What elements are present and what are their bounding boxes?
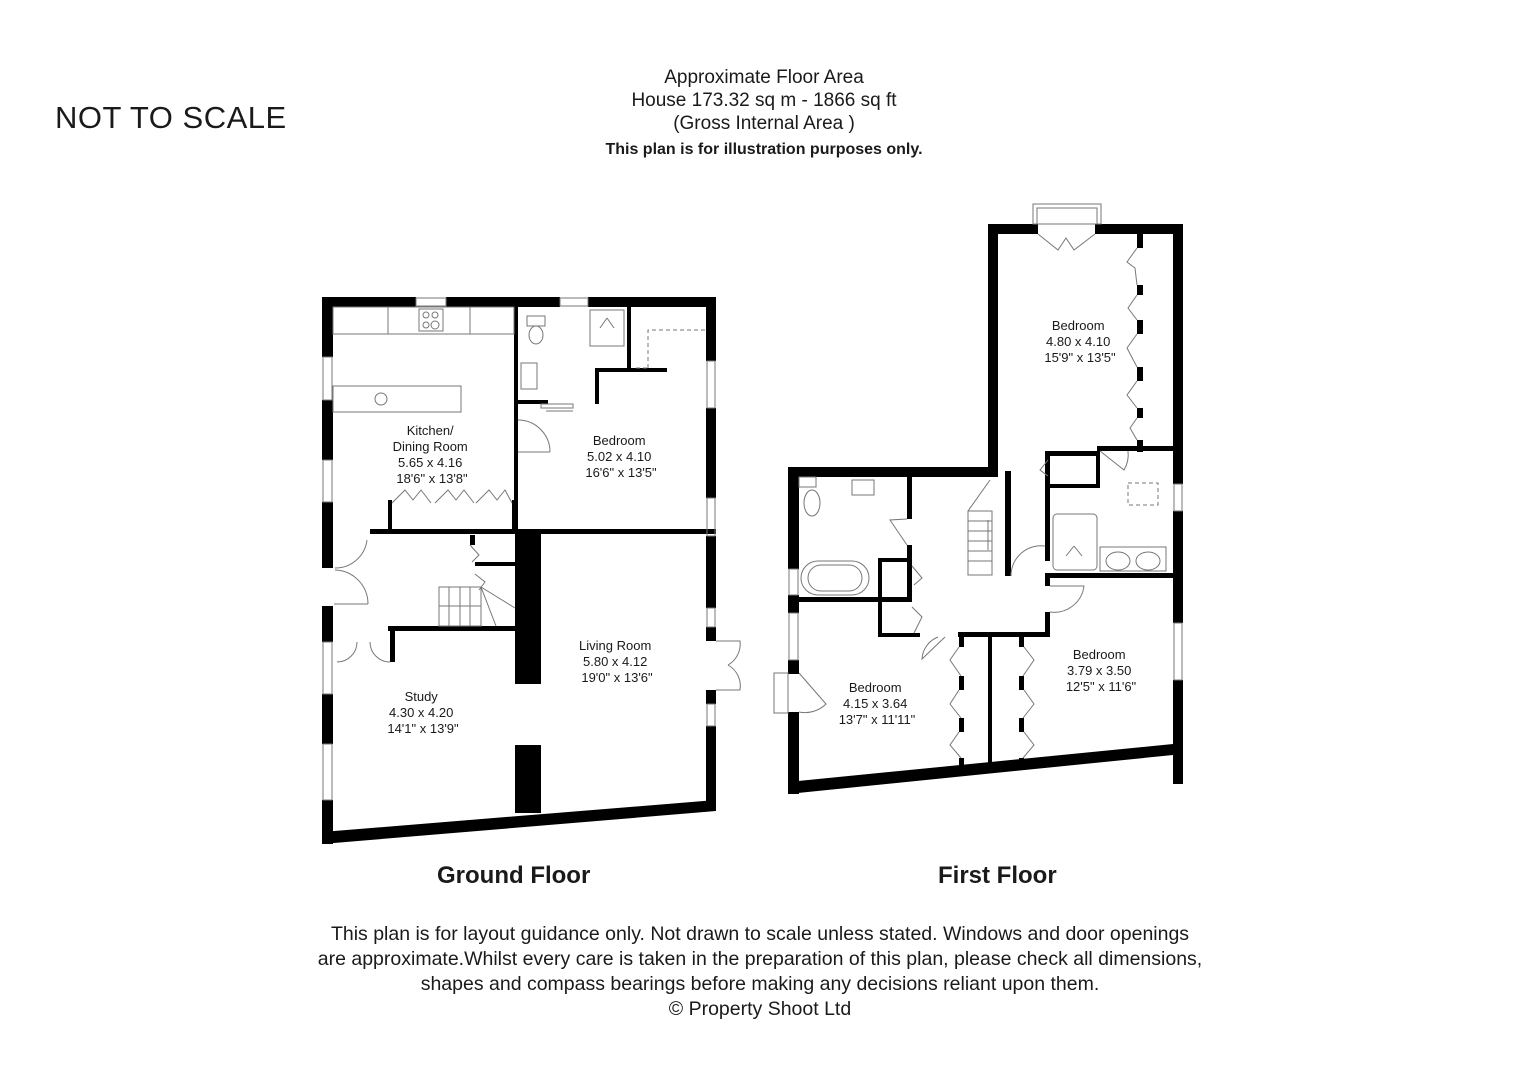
room-label-kitchen: Kitchen/ Dining Room 5.65 x 4.16 18'6" x… [393,423,472,486]
disclaimer-line-1: This plan is for layout guidance only. N… [330,923,1190,945]
header-area: House 173.32 sq m - 1866 sq ft [631,90,897,111]
room-label-study: Study 4.30 x 4.20 14'1" x 13'9" [387,689,459,736]
header-title: Approximate Floor Area [664,67,864,88]
header-area-type: (Gross Internal Area ) [673,113,855,134]
room-label-bedroom-first-3: Bedroom 3.79 x 3.50 12'5" x 11'6" [1066,647,1137,694]
illustration-note: This plan is for illustration purposes o… [605,141,923,158]
floor-area-header: Approximate Floor Area House 173.32 sq m… [0,66,1528,159]
room-label-bedroom-ground: Bedroom 5.02 x 4.10 16'6" x 13'5" [585,433,657,480]
room-label-bedroom-first-2: Bedroom 4.15 x 3.64 13'7" x 11'11" [839,680,916,727]
ground-floor-label: Ground Floor [437,862,591,889]
copyright: © Property Shoot Ltd [668,998,852,1020]
not-to-scale-label: NOT TO SCALE [55,100,287,135]
first-floor-plan: Bedroom 4.80 x 4.10 15'9" x 13'5" Bedroo… [773,203,1183,794]
room-label-living-room: Living Room 5.80 x 4.12 19'0" x 13'6" [579,638,655,685]
room-label-bedroom-first-1: Bedroom 4.80 x 4.10 15'9" x 13'5" [1044,318,1116,365]
disclaimer-line-2: are approximate.Whilst every care is tak… [317,948,1203,970]
ground-floor-plan: Kitchen/ Dining Room 5.65 x 4.16 18'6" x… [322,297,741,844]
first-floor-label: First Floor [938,862,1057,889]
disclaimer: This plan is for layout guidance only. N… [260,922,1260,1022]
disclaimer-line-3: shapes and compass bearings before makin… [420,973,1100,995]
